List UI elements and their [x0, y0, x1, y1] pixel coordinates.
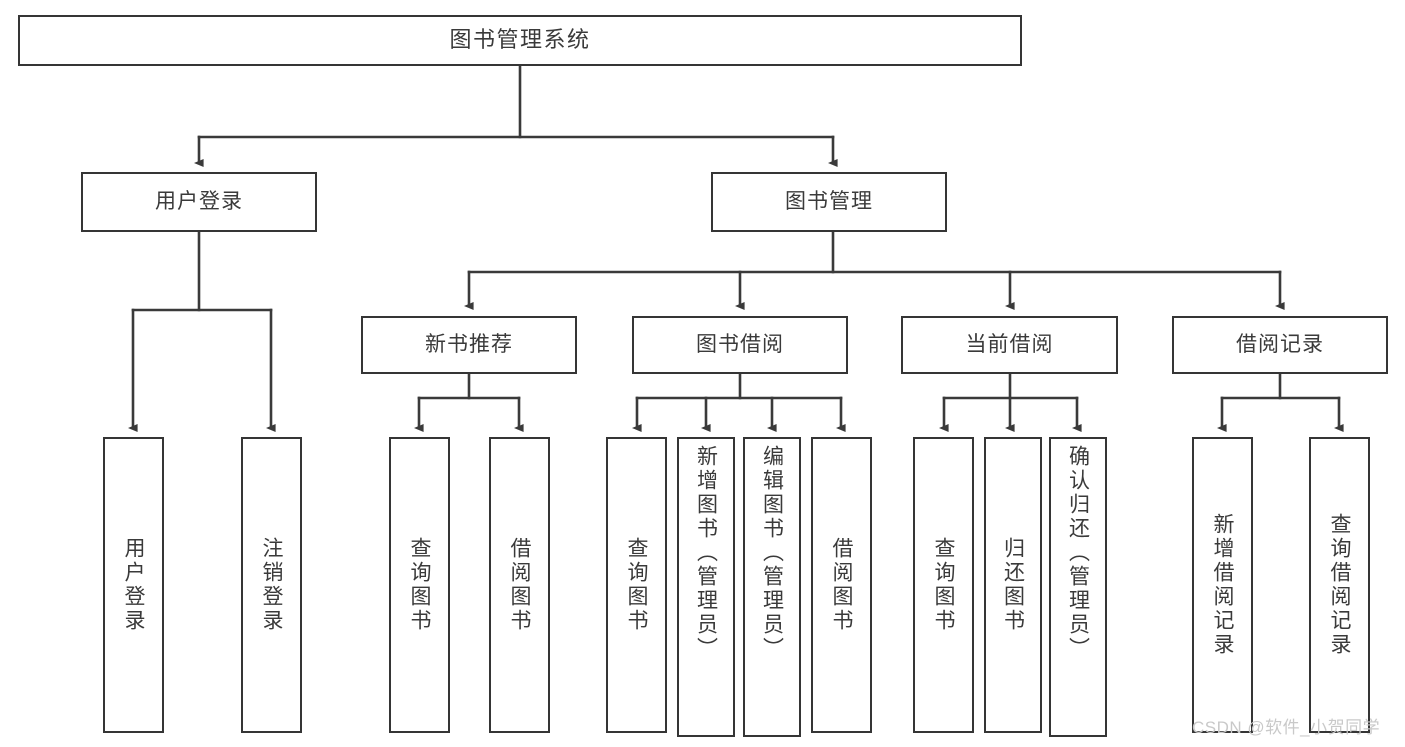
node-label: 新增图书（管理员） — [694, 445, 718, 661]
node-label: 图书借阅 — [696, 333, 784, 357]
node-leaf-user-login[interactable]: 用户登录 — [103, 437, 164, 733]
node-root-book-management-system[interactable]: 图书管理系统 — [18, 15, 1022, 66]
node-new-book-recommend[interactable]: 新书推荐 — [361, 316, 577, 374]
node-user-login[interactable]: 用户登录 — [81, 172, 317, 232]
node-leaf-query-book-recommend[interactable]: 查询图书 — [389, 437, 450, 733]
node-label: 借阅图书 — [830, 537, 853, 633]
watermark-csdn: CSDN @软件_小贺同学 — [1192, 718, 1381, 737]
node-label: 查询图书 — [932, 537, 955, 633]
node-label: 借阅图书 — [508, 537, 531, 633]
node-label: 用户登录 — [155, 190, 243, 214]
node-label: 图书管理系统 — [449, 27, 591, 53]
node-label: 注销登录 — [260, 537, 283, 633]
node-leaf-borrow-book-recommend[interactable]: 借阅图书 — [489, 437, 550, 733]
node-leaf-query-book-current[interactable]: 查询图书 — [913, 437, 974, 733]
node-borrow-record[interactable]: 借阅记录 — [1172, 316, 1388, 374]
node-leaf-logout[interactable]: 注销登录 — [241, 437, 302, 733]
node-label: 确认归还（管理员） — [1066, 445, 1090, 661]
node-label: 归还图书 — [1001, 537, 1025, 633]
node-current-borrow[interactable]: 当前借阅 — [901, 316, 1118, 374]
node-leaf-return-book[interactable]: 归还图书 — [984, 437, 1042, 733]
node-label: 编辑图书（管理员） — [760, 445, 784, 661]
node-book-management[interactable]: 图书管理 — [711, 172, 947, 232]
node-label: 借阅记录 — [1236, 333, 1324, 357]
node-leaf-query-book-borrow[interactable]: 查询图书 — [606, 437, 667, 733]
node-leaf-add-book-admin[interactable]: 新增图书（管理员） — [677, 437, 735, 737]
node-leaf-confirm-return-admin[interactable]: 确认归还（管理员） — [1049, 437, 1107, 737]
node-label: 新书推荐 — [425, 333, 513, 357]
node-leaf-query-borrow-record[interactable]: 查询借阅记录 — [1309, 437, 1370, 733]
node-book-borrow[interactable]: 图书借阅 — [632, 316, 848, 374]
node-label: 用户登录 — [122, 537, 145, 633]
node-leaf-edit-book-admin[interactable]: 编辑图书（管理员） — [743, 437, 801, 737]
node-label: 查询图书 — [625, 537, 648, 633]
node-leaf-add-borrow-record[interactable]: 新增借阅记录 — [1192, 437, 1253, 733]
node-label: 查询图书 — [408, 537, 431, 633]
node-leaf-borrow-book[interactable]: 借阅图书 — [811, 437, 872, 733]
node-label: 新增借阅记录 — [1211, 513, 1234, 657]
node-label: 当前借阅 — [965, 333, 1054, 357]
node-label: 图书管理 — [785, 190, 873, 214]
node-label: 查询借阅记录 — [1328, 513, 1351, 657]
